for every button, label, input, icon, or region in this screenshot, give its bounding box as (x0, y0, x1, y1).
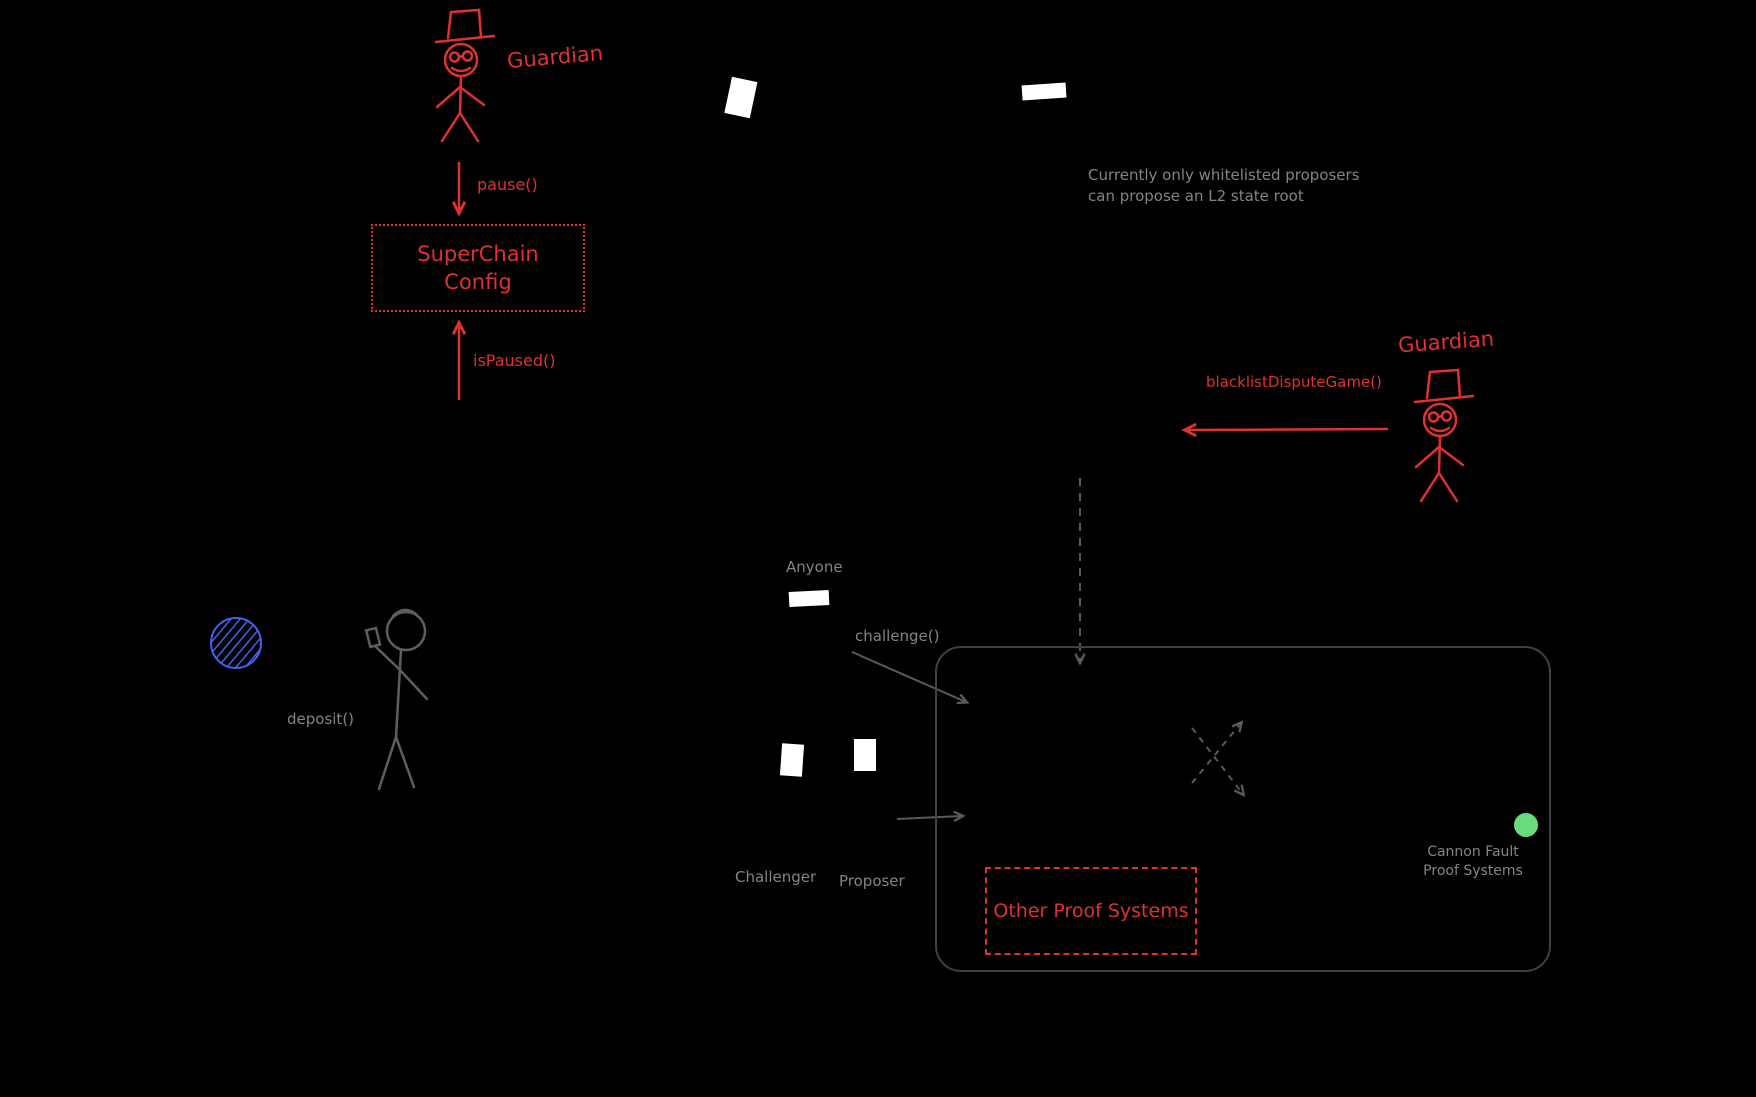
guardian-stick-figure-icon (434, 8, 496, 143)
superchain-config-label: SuperChain Config (417, 241, 539, 294)
game-type-lower-dashed-arrow (1191, 727, 1243, 794)
green-status-dot-icon (1514, 813, 1538, 837)
proposer-label: Proposer (839, 872, 905, 890)
whitelist-note: Currently only whitelisted proposers can… (1088, 166, 1360, 205)
other-proof-systems-box: Other Proof Systems (985, 867, 1197, 955)
user-stick-figure-icon (364, 608, 429, 791)
ispaused-label: isPaused() (473, 351, 556, 370)
other-proof-systems-label: Other Proof Systems (993, 900, 1189, 922)
game-type-upper-dashed-arrow (1191, 723, 1241, 784)
document-icon (788, 589, 830, 608)
challenge-arrow (851, 651, 966, 702)
challenger-label: Challenger (735, 868, 817, 886)
challenge-label: challenge() (855, 627, 940, 645)
document-icon (724, 76, 758, 119)
propose-arrow (896, 816, 962, 819)
deposit-label: deposit() (287, 710, 355, 728)
document-icon (854, 739, 876, 771)
pause-label: pause() (477, 175, 538, 194)
anyone-label: Anyone (786, 558, 843, 576)
blacklist-dispute-game-label: blacklistDisputeGame() (1206, 373, 1382, 391)
cannon-fault-proof-label: Cannon Fault Proof Systems (1423, 844, 1523, 879)
document-icon (1021, 82, 1067, 101)
ethereum-scribble-icon (210, 617, 262, 669)
document-icon (779, 743, 805, 777)
blacklist-dispute-game-arrow (1186, 429, 1389, 430)
guardian-stick-figure-icon (1413, 368, 1475, 503)
proof-systems-container (935, 646, 1551, 972)
superchain-config-box: SuperChain Config (371, 224, 585, 312)
